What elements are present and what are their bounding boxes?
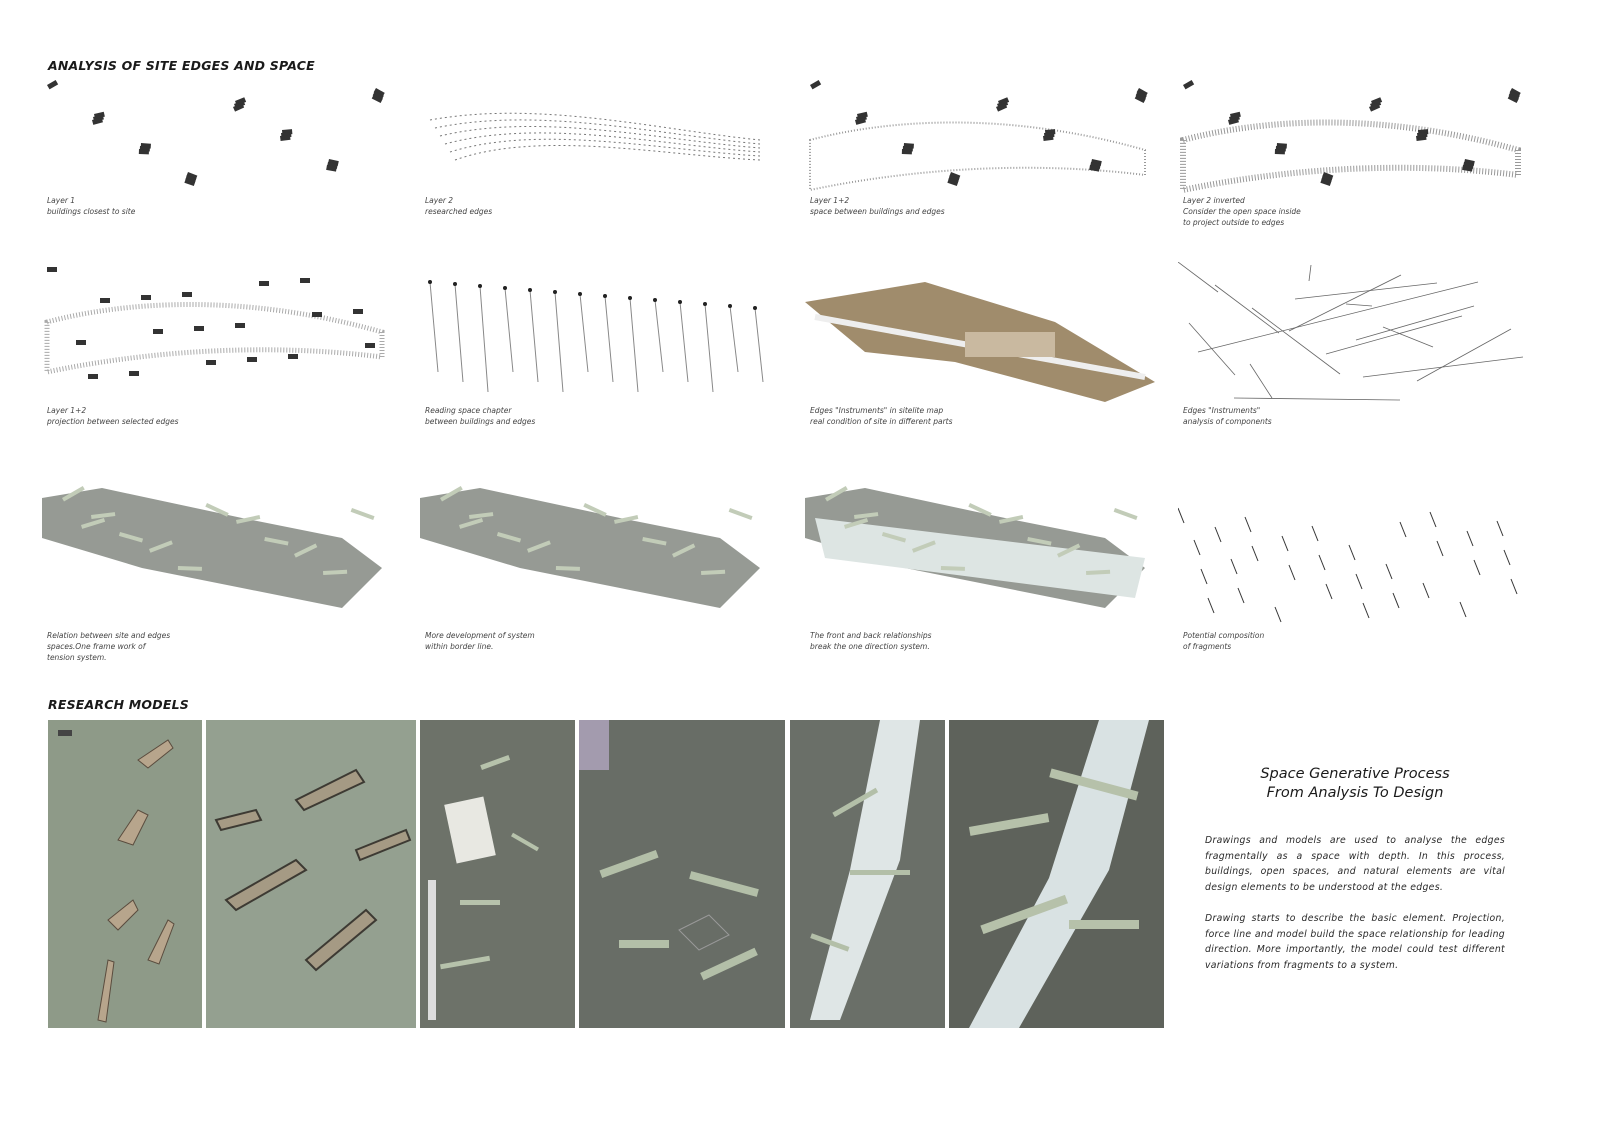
drawing-caption: The front and back relationships break th…: [810, 630, 1010, 652]
analysis-drawing-6: [420, 262, 770, 402]
drawing-caption: Layer 1 buildings closest to site: [47, 195, 247, 217]
caption-line1: The front and back relationships: [810, 631, 932, 640]
description-title-line2: From Analysis To Design: [1266, 785, 1444, 801]
description-paragraph-2: Drawing starts to describe the basic ele…: [1205, 913, 1505, 971]
model-photo-3: [420, 720, 575, 1028]
caption-line2: within border line.: [425, 642, 494, 651]
caption-line2: Consider the open space inside: [1183, 207, 1301, 216]
drawing-caption: Edges "Instruments" in sitelite map real …: [810, 405, 1010, 427]
caption-line2: between buildings and edges: [425, 417, 536, 426]
analysis-drawing-4: [1178, 80, 1528, 195]
caption-line1: Potential composition: [1183, 631, 1265, 640]
caption-line2: projection between selected edges: [47, 417, 179, 426]
caption-line1: Reading space chapter: [425, 406, 512, 415]
caption-line2: space between buildings and edges: [810, 207, 945, 216]
analysis-drawing-5: [42, 262, 392, 402]
caption-line1: Edges "Instruments": [1183, 406, 1261, 415]
model-photo-4: [579, 720, 785, 1028]
analysis-drawing-2: [420, 80, 770, 195]
description-paragraph-1: Drawings and models are used to analyse …: [1205, 835, 1505, 893]
drawing-caption: Layer 1+2 space between buildings and edg…: [810, 195, 1010, 217]
description-block: Space Generative Process From Analysis T…: [1205, 765, 1505, 973]
caption-line1: Relation between site and edges: [47, 631, 171, 640]
analysis-drawing-10: [420, 478, 770, 628]
caption-line1: Layer 1+2: [47, 406, 87, 415]
analysis-drawing-9: [42, 478, 392, 628]
description-title-line1: Space Generative Process: [1260, 766, 1450, 782]
caption-line2: of fragments: [1183, 642, 1232, 651]
drawing-caption: Reading space chapter between buildings a…: [425, 405, 625, 427]
drawing-caption: Layer 1+2 projection between selected edg…: [47, 405, 247, 427]
caption-line1: Layer 2: [425, 196, 454, 205]
drawing-caption: More development of system within border …: [425, 630, 625, 652]
caption-line1: Layer 1: [47, 196, 76, 205]
caption-line3: tension system.: [47, 653, 107, 662]
drawing-caption: Relation between site and edges spaces.On…: [47, 630, 247, 663]
drawing-caption: Potential composition of fragments: [1183, 630, 1383, 652]
caption-line1: Layer 1+2: [810, 196, 850, 205]
caption-line1: Layer 2 inverted: [1183, 196, 1245, 205]
analysis-drawing-11: [805, 478, 1155, 628]
caption-line2: break the one direction system.: [810, 642, 930, 651]
analysis-drawing-12: [1178, 478, 1528, 628]
caption-line3: to project outside to edges: [1183, 218, 1285, 227]
model-photo-2: [206, 720, 416, 1028]
caption-line2: real condition of site in different part…: [810, 417, 953, 426]
model-photo-5: [790, 720, 945, 1028]
caption-line2: spaces.One frame work of: [47, 642, 146, 651]
drawing-caption: Layer 2 researched edges: [425, 195, 625, 217]
model-photo-1: [48, 720, 202, 1028]
caption-line2: analysis of components: [1183, 417, 1272, 426]
caption-line1: More development of system: [425, 631, 535, 640]
analysis-section-title: ANALYSIS OF SITE EDGES AND SPACE: [48, 58, 315, 73]
analysis-drawing-7: [805, 262, 1155, 402]
caption-line2: buildings closest to site: [47, 207, 136, 216]
research-models-title: RESEARCH MODELS: [48, 697, 189, 712]
analysis-drawing-8: [1178, 262, 1528, 402]
analysis-drawing-3: [805, 80, 1155, 195]
analysis-drawing-1: [42, 80, 392, 195]
caption-line2: researched edges: [425, 207, 493, 216]
model-photo-6: [949, 720, 1164, 1028]
caption-line1: Edges "Instruments" in sitelite map: [810, 406, 944, 415]
drawing-caption: Edges "Instruments" analysis of component…: [1183, 405, 1383, 427]
